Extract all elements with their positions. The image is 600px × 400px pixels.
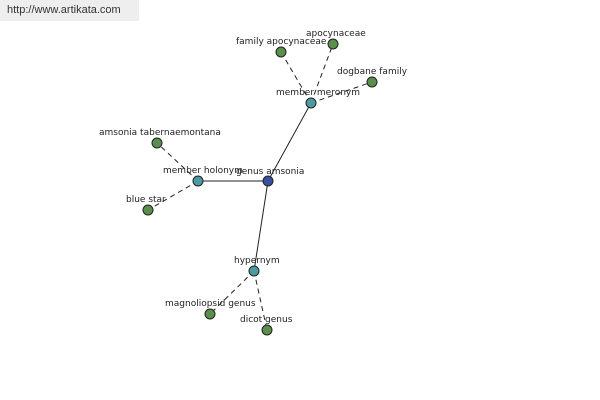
edge-hypernym-to-dicot-genus	[253, 270, 268, 331]
edge-member-holonym-to-amsonia-tabernaemontana	[156, 142, 199, 182]
url-header[interactable]: http://www.artikata.com	[0, 0, 139, 21]
node-member-holonym[interactable]	[192, 175, 204, 187]
label-dogbane-family[interactable]: dogbane family	[337, 67, 408, 77]
edge-genus-amsonia-to-member-meronym	[267, 102, 312, 182]
graph-edges	[147, 43, 373, 331]
edge-member-meronym-to-apocynaceae	[310, 43, 334, 104]
label-genus-amsonia[interactable]: genus amsonia	[236, 167, 304, 177]
node-hypernym[interactable]	[248, 265, 260, 277]
label-blue-star[interactable]: blue star	[126, 195, 166, 205]
label-apocynaceae[interactable]: apocynaceae	[306, 29, 366, 39]
label-hypernym[interactable]: hypernym	[234, 256, 280, 266]
node-genus-amsonia[interactable]	[262, 175, 274, 187]
node-apocynaceae[interactable]	[327, 38, 339, 50]
edge-member-meronym-to-family-apocynaceae	[280, 51, 312, 104]
label-amsonia-tabernaemontana[interactable]: amsonia tabernaemontana	[99, 128, 221, 138]
label-family-apocynaceae[interactable]: family apocynaceae	[236, 37, 327, 47]
node-dicot-genus[interactable]	[261, 324, 273, 336]
edge-member-meronym-to-dogbane-family	[310, 81, 373, 104]
label-member-meronym[interactable]: member meronym	[276, 88, 360, 98]
node-dogbane-family[interactable]	[366, 76, 378, 88]
graph-nodes	[142, 38, 378, 336]
edge-hypernym-to-magnoliopsid-genus	[209, 270, 255, 315]
node-blue-star[interactable]	[142, 204, 154, 216]
node-magnoliopsid-genus[interactable]	[204, 308, 216, 320]
node-family-apocynaceae[interactable]	[275, 46, 287, 58]
node-member-meronym[interactable]	[305, 97, 317, 109]
edge-genus-amsonia-to-hypernym	[253, 180, 269, 272]
label-magnoliopsid-genus[interactable]: magnoliopsid genus	[165, 299, 256, 309]
label-dicot-genus[interactable]: dicot genus	[240, 315, 293, 325]
edge-member-holonym-to-blue-star	[147, 180, 199, 211]
graph-labels: genus amsonia member meronym member holony…	[99, 29, 408, 325]
label-member-holonym[interactable]: member holonym	[163, 166, 243, 176]
node-amsonia-tabernaemontana[interactable]	[151, 137, 163, 149]
